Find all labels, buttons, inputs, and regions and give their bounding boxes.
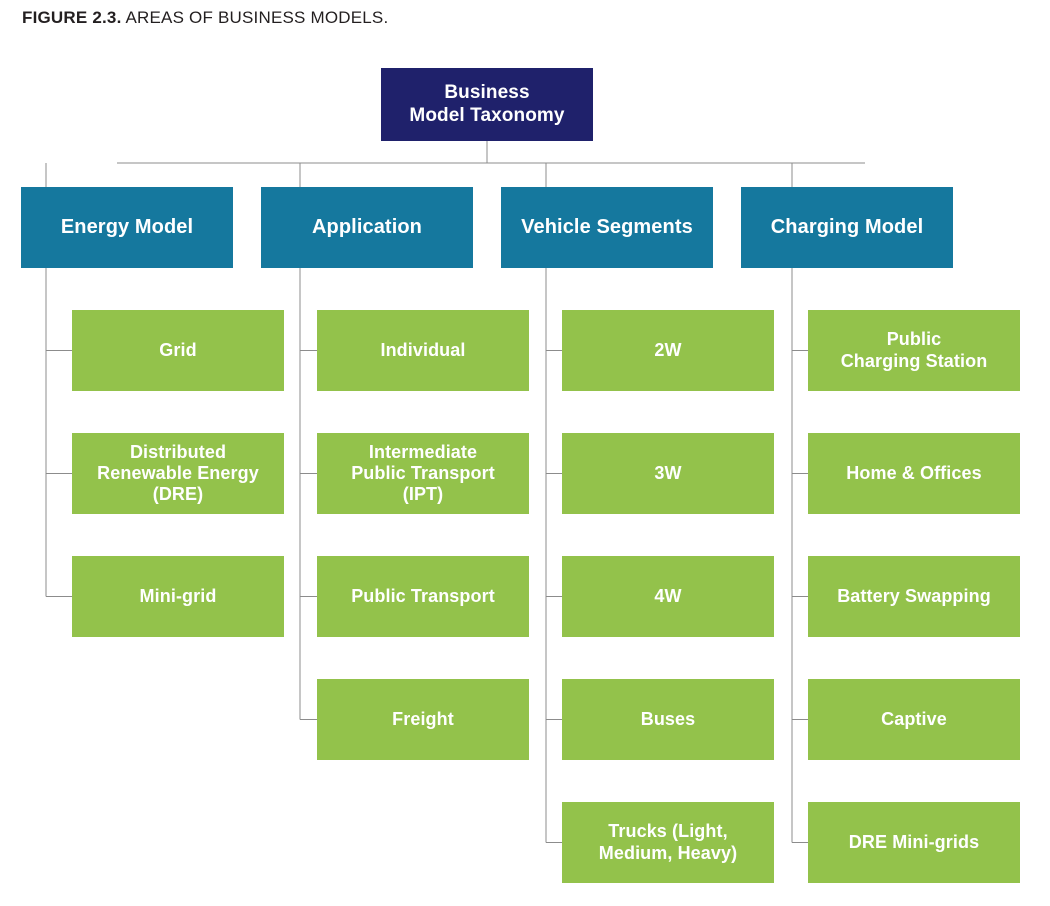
node-leaf-4w[interactable]: 4W [562,556,774,637]
figure-number: FIGURE 2.3. [22,8,122,27]
node-leaf-intermediate-public-transport-ipt[interactable]: Intermediate Public Transport (IPT) [317,433,529,514]
node-leaf-public-charging-station[interactable]: Public Charging Station [808,310,1020,391]
node-leaf-3w[interactable]: 3W [562,433,774,514]
node-leaf-distributed-renewable-energy-dre[interactable]: Distributed Renewable Energy (DRE) [72,433,284,514]
node-leaf-battery-swapping[interactable]: Battery Swapping [808,556,1020,637]
figure-caption: FIGURE 2.3. AREAS OF BUSINESS MODELS. [22,8,388,28]
node-leaf-public-transport[interactable]: Public Transport [317,556,529,637]
node-leaf-grid[interactable]: Grid [72,310,284,391]
node-leaf-dre-mini-grids[interactable]: DRE Mini-grids [808,802,1020,883]
figure-title: AREAS OF BUSINESS MODELS. [121,8,389,27]
node-branch-charging-model[interactable]: Charging Model [741,187,953,268]
node-branch-energy-model[interactable]: Energy Model [21,187,233,268]
node-leaf-individual[interactable]: Individual [317,310,529,391]
node-leaf-2w[interactable]: 2W [562,310,774,391]
node-leaf-trucks-light-medium-heavy[interactable]: Trucks (Light, Medium, Heavy) [562,802,774,883]
node-leaf-captive[interactable]: Captive [808,679,1020,760]
node-root-business-model-taxonomy[interactable]: Business Model Taxonomy [381,68,593,141]
node-branch-vehicle-segments[interactable]: Vehicle Segments [501,187,713,268]
node-leaf-freight[interactable]: Freight [317,679,529,760]
node-branch-application[interactable]: Application [261,187,473,268]
node-leaf-home-offices[interactable]: Home & Offices [808,433,1020,514]
node-leaf-mini-grid[interactable]: Mini-grid [72,556,284,637]
node-leaf-buses[interactable]: Buses [562,679,774,760]
